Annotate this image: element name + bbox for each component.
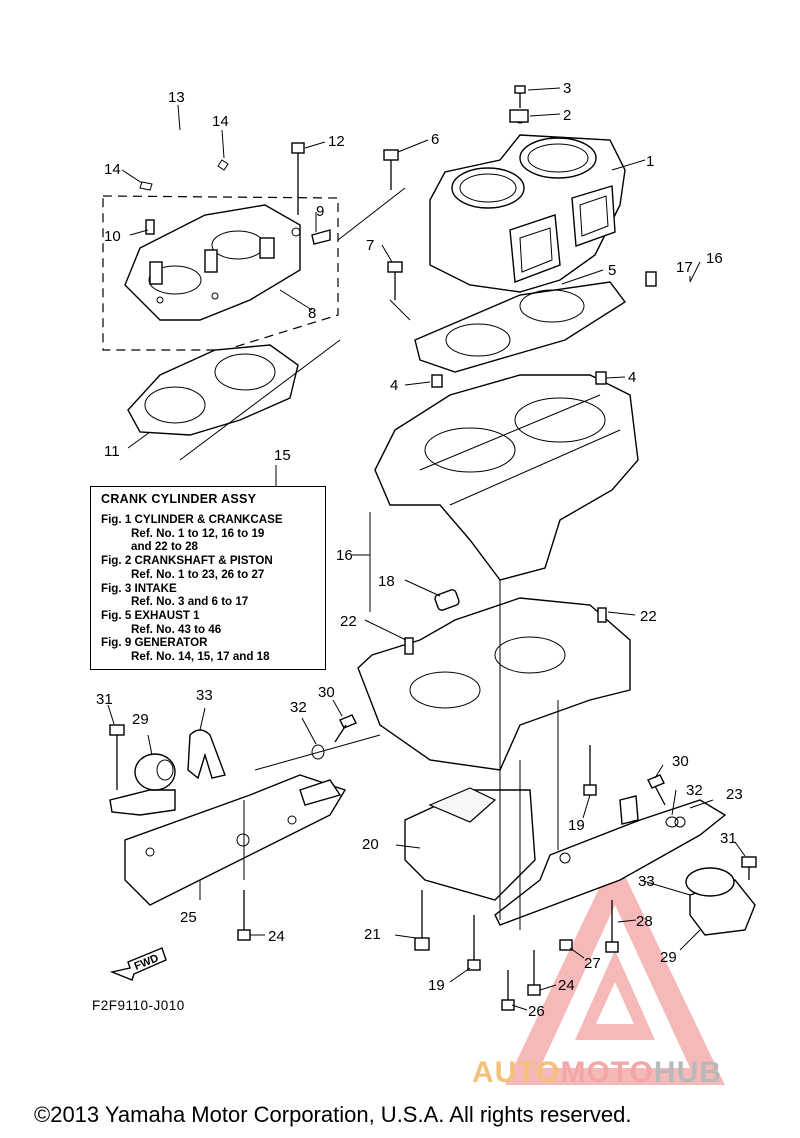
legend-line: Fig. 3 INTAKE [101,581,177,595]
callout-18: 18 [378,573,395,590]
engine-mount-right [494,795,727,926]
leader-lines [107,87,746,1011]
legend-line: Fig. 2 CRANKSHAFT & PISTON [101,554,273,568]
watermark-part-moto: MOTO [560,1056,654,1089]
callout-19a: 19 [428,977,445,994]
callout-13: 13 [168,89,185,106]
legend-line: Fig. 5 EXHAUST 1 [101,608,200,622]
callout-20: 20 [362,836,379,853]
cylinder-block [429,112,626,293]
watermark-part-hub: HUB [653,1056,722,1089]
callout-5: 5 [608,262,616,279]
legend-title: CRANK CYLINDER ASSY [101,492,257,506]
upper-crankcase [374,371,639,581]
callout-24b: 24 [558,977,575,994]
callout-19b: 19 [568,817,585,834]
callout-32b: 32 [686,782,703,799]
callout-1: 1 [646,153,654,170]
document-code: F2F9110-J010 [92,998,185,1013]
bolt-set [109,85,757,1011]
callout-15: 15 [274,447,291,464]
callout-6: 6 [431,131,439,148]
fwd-label: FWD [133,952,161,973]
callout-22a: 22 [340,613,357,630]
damper-left [187,729,226,780]
callout-23: 23 [726,786,743,803]
rubber-mount-right [685,867,756,936]
callout-32a: 32 [290,699,307,716]
callout-22b: 22 [640,608,657,625]
callout-24a: 24 [268,928,285,945]
legend-line: Ref. No. 1 to 23, 26 to 27 [131,567,265,581]
callout-14a: 14 [212,113,229,130]
callout-30a: 30 [318,684,335,701]
callout-11: 11 [104,443,120,460]
callout-2: 2 [563,107,571,124]
callout-7: 7 [366,237,374,254]
assembly-legend-box: CRANK CYLINDER ASSY Fig. 1 CYLINDER & CR… [90,486,326,670]
callout-33b: 33 [638,873,655,890]
head-gasket [127,344,299,436]
legend-line: Fig. 9 GENERATOR [101,636,208,650]
legend-line: Ref. No. 14, 15, 17 and 18 [131,650,270,664]
callout-9: 9 [316,203,324,220]
fwd-arrow-icon: FWD [109,947,167,981]
cylinder-head-group [102,195,339,351]
hose [139,128,229,191]
callout-4b: 4 [628,369,636,386]
callout-27: 27 [584,955,601,972]
callout-16a: 16 [706,250,723,267]
legend-line: Ref. No. 3 and 6 to 17 [131,595,249,609]
callout-16b: 16 [336,547,353,564]
callout-29a: 29 [132,711,149,728]
callout-31b: 31 [720,830,737,847]
dowel-pin [434,589,460,611]
callout-33a: 33 [196,687,213,704]
callout-14b: 14 [104,161,121,178]
watermark-logo: AUTOMOTOHUB [472,1056,722,1090]
callout-21: 21 [364,926,381,943]
engine-mount-left [124,774,347,906]
lower-crankcase [357,597,631,771]
legend-line: and 22 to 28 [131,540,199,554]
watermark-triangle-icon [505,855,725,1085]
callout-31a: 31 [96,691,113,708]
legend-line: Ref. No. 1 to 12, 16 to 19 [131,526,265,540]
callout-29b: 29 [660,949,677,966]
callout-28: 28 [636,913,653,930]
legend-line: Fig. 1 CYLINDER & CRANKCASE [101,513,283,526]
callout-8: 8 [308,305,316,322]
callout-numbers: 1 2 3 4 4 5 6 7 8 9 10 11 12 13 14 14 15… [96,80,743,1020]
callout-12: 12 [328,133,345,150]
callout-3: 3 [563,80,571,97]
rubber-mount-left [109,753,176,816]
watermark-part-auto: AUTO [472,1056,561,1089]
callout-30b: 30 [672,753,689,770]
cylinder-gasket [414,281,627,373]
callout-4a: 4 [390,377,398,394]
callout-25: 25 [180,909,197,926]
callout-26: 26 [528,1003,545,1020]
callout-10: 10 [104,228,121,245]
callout-17: 17 [676,259,693,276]
legend-line: Ref. No. 43 to 46 [131,622,222,636]
cover-block [404,787,536,901]
copyright-notice: ©2013 Yamaha Motor Corporation, U.S.A. A… [34,1102,632,1127]
